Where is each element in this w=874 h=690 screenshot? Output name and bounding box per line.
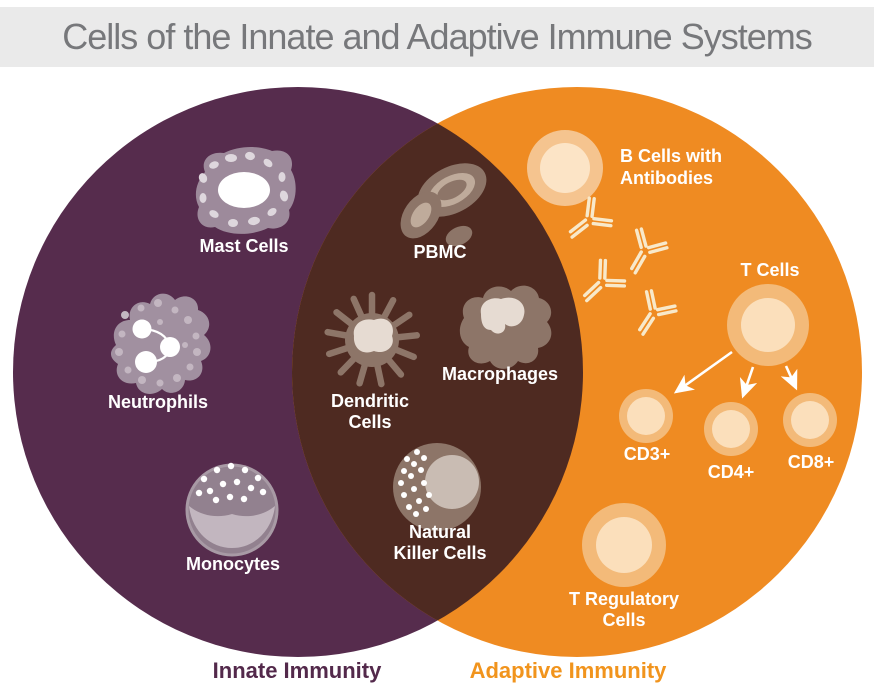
cd4-cell-illustration	[704, 402, 758, 456]
monocytes-label: Monocytes	[186, 554, 280, 574]
dendritic-cells-label-line1: Dendritic	[331, 391, 409, 411]
arrow-tcell-to-cd4	[739, 366, 758, 399]
natural-killer-label-line1: Natural	[409, 522, 471, 542]
macrophage-illustration	[459, 285, 552, 369]
mast-cells-label: Mast Cells	[199, 236, 288, 256]
neutrophil-illustration	[110, 293, 211, 394]
mast-cell-illustration	[195, 147, 296, 234]
b-cells-label-line1: B Cells with	[620, 146, 722, 166]
dendritic-cells-label-line2: Cells	[348, 412, 391, 432]
innate-immunity-label: Innate Immunity	[213, 658, 382, 683]
t-regulatory-illustration	[582, 503, 666, 587]
t-regulatory-label-line2: Cells	[602, 610, 645, 630]
cd3-cell-illustration	[619, 389, 673, 443]
cd3-label: CD3+	[624, 444, 671, 464]
nk-cell-illustration	[393, 443, 481, 531]
page-title: Cells of the Innate and Adaptive Immune …	[62, 16, 812, 57]
t-regulatory-label-line1: T Regulatory	[569, 589, 679, 609]
arrow-tcell-to-cd3	[673, 350, 733, 394]
t-cells-label: T Cells	[740, 260, 799, 280]
cd8-label: CD8+	[788, 452, 835, 472]
pbmc-illustration	[400, 163, 487, 247]
b-cells-label-line2: Antibodies	[620, 168, 713, 188]
adaptive-immunity-label: Adaptive Immunity	[470, 658, 668, 683]
cd4-label: CD4+	[708, 462, 755, 482]
t-cell-illustration	[727, 284, 809, 366]
monocyte-illustration	[185, 462, 279, 557]
b-cell-illustration	[527, 130, 603, 206]
title-bar: Cells of the Innate and Adaptive Immune …	[0, 7, 874, 67]
pbmc-label: PBMC	[414, 242, 467, 262]
cd8-cell-illustration	[783, 393, 837, 447]
dendritic-cell-illustration	[324, 291, 421, 388]
natural-killer-label-line2: Killer Cells	[393, 543, 486, 563]
arrow-tcell-to-cd8	[780, 365, 798, 391]
macrophages-label: Macrophages	[442, 364, 558, 384]
neutrophils-label: Neutrophils	[108, 392, 208, 412]
